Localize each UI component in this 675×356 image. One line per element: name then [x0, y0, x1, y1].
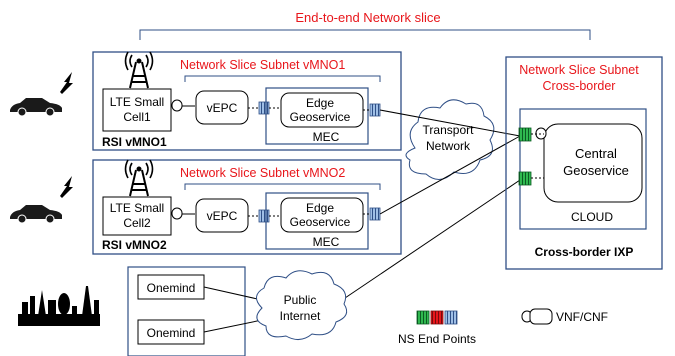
car-icon [10, 205, 62, 224]
vepc2-label: vEPC [207, 209, 238, 223]
link-internet-crossborder [344, 179, 521, 299]
onemind2-box [137, 319, 205, 345]
edge-geo1-line2: Geoservice [290, 110, 351, 124]
legend-endpoint-green [416, 310, 430, 325]
mec1-label: MEC [313, 130, 340, 144]
e2e-bracket [139, 29, 591, 40]
rsi-vmno2-box [92, 159, 402, 255]
city-skyline-icon [18, 286, 100, 326]
internet-line1: Public [284, 293, 317, 307]
vepc1-label: vEPC [207, 101, 238, 115]
rsi-vmno2-group: Network Slice Subnet vMNO2 LTE Small Cel… [92, 159, 402, 255]
ns-endpoint-edge2 [369, 207, 381, 221]
cross-border-ixp-label: Cross-border IXP [535, 245, 634, 259]
public-internet-area-box [127, 266, 246, 356]
legend-vnf-box [529, 308, 553, 325]
onemind1-box [137, 274, 205, 300]
diagram-title: End-to-end Network slice [295, 10, 440, 25]
vnf-lte2-port [171, 207, 183, 220]
legend-vnf-label: VNF/CNF [556, 310, 608, 324]
public-internet-cloud [256, 270, 348, 340]
central-geoservice-box [543, 123, 643, 203]
rsi-vmno2-label: RSI vMNO2 [102, 238, 167, 252]
link-onemind1-internet [203, 286, 263, 301]
onemind1-label: Onemind [147, 281, 196, 295]
rsi-vmno1-label: RSI vMNO1 [102, 135, 167, 149]
lte-cell1-line2: Cell1 [123, 110, 151, 124]
antenna-icon [124, 159, 154, 197]
subnet-vmno2-label: Network Slice Subnet vMNO2 [180, 166, 345, 180]
antenna-icon [124, 51, 154, 89]
transport-line2: Network [426, 139, 471, 153]
link-edge2-crossborder [379, 135, 521, 215]
legend-endpoint-blue [444, 310, 458, 325]
subnet-vmno2-bracket [184, 183, 381, 190]
legend: NS End Points VNF/CNF [398, 308, 608, 346]
cross-border-label-line2: Cross-border [543, 79, 616, 93]
signal-icon [60, 176, 73, 198]
internet-line2: Internet [280, 309, 321, 323]
vnf-lte1-port [171, 99, 183, 112]
link-onemind2-internet [203, 319, 263, 333]
signal-icon [60, 72, 73, 94]
edge-geo2-line2: Geoservice [290, 215, 351, 229]
mec2-box [265, 192, 369, 250]
lte-cell1-line1: LTE Small [110, 95, 164, 109]
ns-endpoint-vepc1 [258, 101, 270, 115]
rsi-vmno1-group: Network Slice Subnet vMNO1 LTE Small Cel… [92, 51, 402, 151]
subnet-vmno1-bracket [184, 75, 381, 82]
cross-border-group: Network Slice Subnet Cross-border Centra… [505, 56, 663, 270]
lte-cell2-line2: Cell2 [123, 216, 151, 230]
lte-cell2-line1: LTE Small [110, 201, 164, 215]
ns-endpoint-cb2 [518, 171, 532, 186]
lte-cell2-box [102, 196, 172, 236]
ns-endpoint-edge1 [369, 103, 381, 117]
edge-geo2-box [280, 197, 364, 233]
rsi-vmno1-box [92, 51, 402, 151]
legend-endpoints-label: NS End Points [398, 332, 476, 346]
ns-endpoint-vepc2 [258, 209, 270, 223]
subnet-vmno1-label: Network Slice Subnet vMNO1 [180, 58, 345, 72]
cross-border-ixp-box [505, 56, 663, 270]
cloud-box [519, 108, 647, 230]
legend-endpoint-red [430, 310, 444, 325]
mec2-label: MEC [313, 235, 340, 249]
mec1-box [265, 87, 369, 145]
central-line2: Geoservice [563, 163, 629, 178]
lte-cell1-box [102, 88, 172, 132]
transport-network-cloud [405, 99, 495, 180]
cross-border-label-line1: Network Slice Subnet [519, 63, 639, 77]
edge-geo2-line1: Edge [306, 201, 334, 215]
central-line1: Central [575, 146, 617, 161]
car-icon [10, 98, 62, 117]
onemind2-label: Onemind [147, 326, 196, 340]
edge-geo1-line1: Edge [306, 96, 334, 110]
link-edge1-crossborder [379, 109, 521, 137]
ns-endpoint-cb1 [518, 127, 532, 142]
transport-line1: Transport [423, 123, 475, 137]
cloud-label: CLOUD [571, 210, 613, 224]
